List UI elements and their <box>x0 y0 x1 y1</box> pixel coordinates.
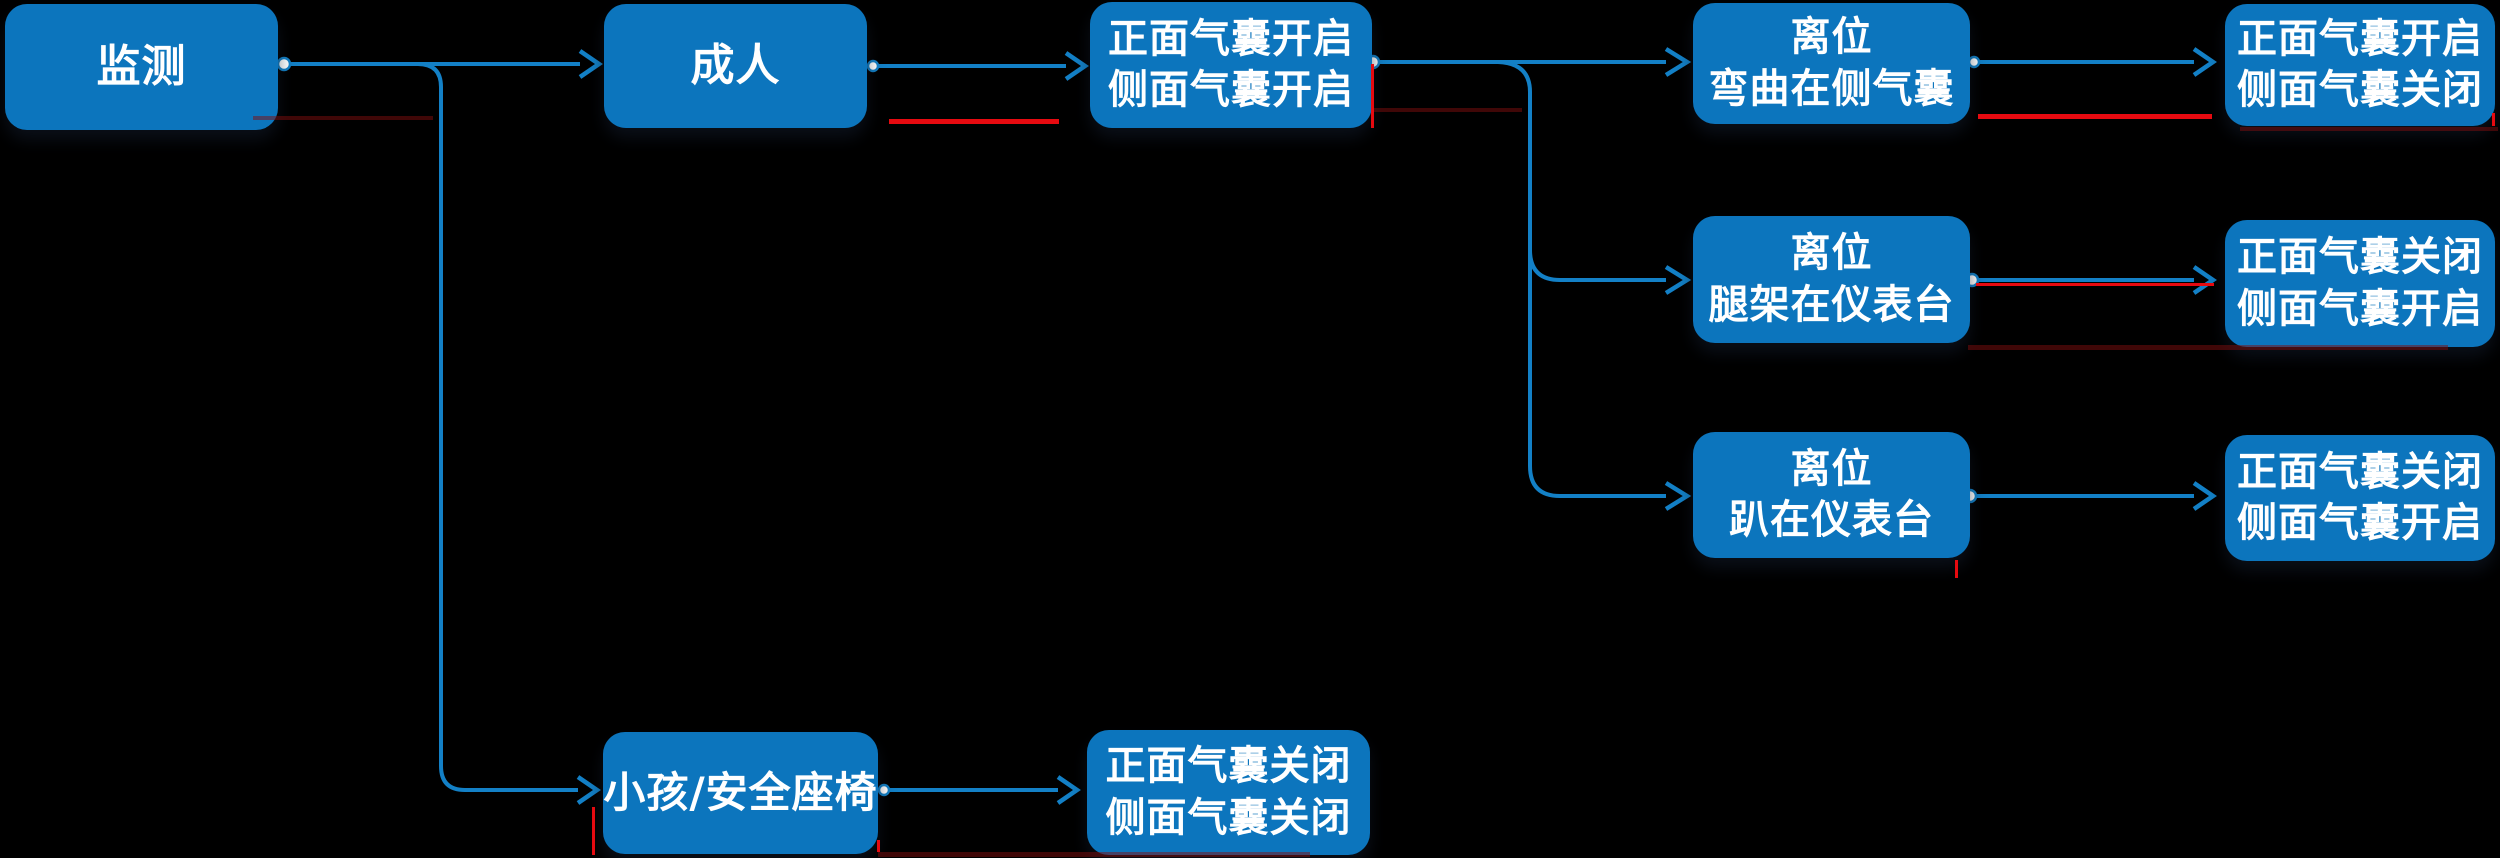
arrowhead-adult <box>578 49 603 79</box>
red-highlight-mark <box>877 840 880 852</box>
edge-monitor-childseat <box>417 62 578 792</box>
arrowhead-result3 <box>2192 481 2217 511</box>
node-child-seat-result: 正面气囊关闭 侧面气囊关闭 <box>1087 730 1370 855</box>
arrowhead-oop1 <box>1664 47 1692 77</box>
node-oop-legs-dash-result-line2: 侧面气囊开启 <box>2237 285 2483 332</box>
node-oop-lying-dash-line2: 趴在仪表台 <box>1729 497 1934 543</box>
node-adult-airbags-line1: 正面气囊开启 <box>1108 15 1354 62</box>
arrowhead-result2 <box>2192 265 2217 295</box>
node-oop-bent-side: 离位 弯曲在侧气囊 <box>1693 3 1970 124</box>
node-oop-bent-side-line1: 离位 <box>1790 14 1873 61</box>
node-oop-lying-dash-result: 正面气囊关闭 侧面气囊开启 <box>2225 435 2495 561</box>
red-highlight-mark <box>592 807 595 855</box>
node-oop-lying-dash: 离位 趴在仪表台 <box>1693 432 1970 558</box>
node-oop-lying-dash-result-line2: 侧面气囊开启 <box>2237 500 2483 546</box>
node-oop-bent-side-result-line1: 正面气囊开启 <box>2237 15 2483 62</box>
node-adult-label: 成人 <box>690 39 781 91</box>
red-highlight-mark <box>1976 283 2214 286</box>
node-adult-airbags: 正面气囊开启 侧面气囊开启 <box>1090 2 1372 128</box>
maroon-artifact-line <box>1968 345 2448 350</box>
node-adult: 成人 <box>604 4 867 128</box>
red-highlight-mark <box>1978 114 2212 119</box>
node-child-seat: 小孩/安全座椅 <box>603 732 878 854</box>
node-child-seat-result-line1: 正面气囊关闭 <box>1105 743 1352 790</box>
red-highlight-mark <box>889 119 1059 124</box>
node-oop-lying-dash-line1: 离位 <box>1790 445 1873 492</box>
arrowhead-oop2 <box>1664 265 1692 295</box>
junction-dot-childseat <box>877 783 891 797</box>
node-oop-legs-dash: 离位 腿架在仪表台 <box>1693 216 1970 343</box>
node-oop-bent-side-result: 正面气囊开启 侧面气囊关闭 <box>2225 4 2495 126</box>
node-child-seat-result-line2: 侧面气囊关闭 <box>1105 794 1352 841</box>
red-highlight-mark <box>1371 64 1374 128</box>
node-oop-legs-dash-line2: 腿架在仪表台 <box>1708 281 1955 328</box>
red-highlight-mark <box>1955 560 1958 578</box>
node-adult-airbags-line2: 侧面气囊开启 <box>1108 67 1354 113</box>
edge-airbags-oop2 <box>1528 249 1666 282</box>
arrowhead-result4 <box>1056 775 1081 805</box>
maroon-artifact-line <box>2240 127 2498 131</box>
arrowhead-result1 <box>2192 47 2217 77</box>
node-oop-legs-dash-result-line1: 正面气囊关闭 <box>2237 234 2483 281</box>
maroon-artifact-line <box>1374 108 1522 112</box>
node-monitor-label: 监测 <box>96 40 187 92</box>
node-oop-legs-dash-line1: 离位 <box>1790 230 1873 277</box>
node-monitor: 监测 <box>5 4 278 130</box>
node-oop-bent-side-line2: 弯曲在侧气囊 <box>1708 65 1955 112</box>
maroon-artifact-line <box>253 116 433 120</box>
maroon-artifact-line <box>878 852 1310 857</box>
node-oop-bent-side-result-line2: 侧面气囊关闭 <box>2237 67 2483 113</box>
red-highlight-mark <box>2492 113 2495 126</box>
arrowhead-adult-airbags <box>1064 51 1089 81</box>
node-child-seat-label: 小孩/安全座椅 <box>603 768 878 818</box>
arrowhead-oop3 <box>1664 481 1692 511</box>
edge-airbags-oop3 <box>1497 60 1666 498</box>
arrowhead-childseat <box>576 775 601 805</box>
junction-dot-oop1 <box>1967 55 1981 69</box>
junction-dot-monitor <box>276 56 292 72</box>
junction-dot-adult <box>866 59 880 73</box>
node-oop-lying-dash-result-line1: 正面气囊关闭 <box>2237 448 2483 495</box>
node-oop-legs-dash-result: 正面气囊关闭 侧面气囊开启 <box>2225 220 2495 347</box>
